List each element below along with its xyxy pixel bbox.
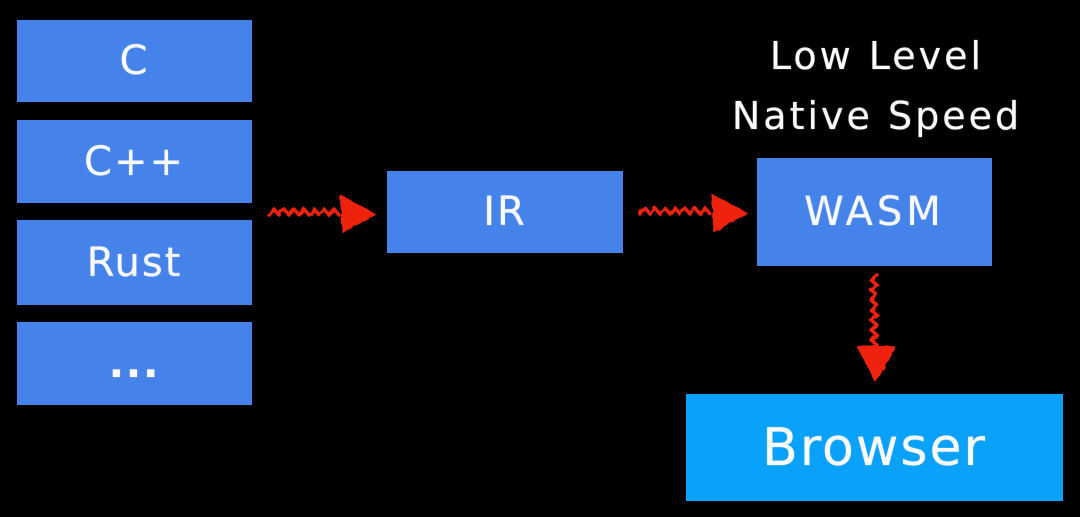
arrow-languages-to-ir-icon: [267, 195, 375, 233]
arrow-shaft: [267, 207, 341, 217]
node-browser: Browser: [686, 394, 1063, 501]
arrowhead-icon: [711, 194, 747, 232]
node-label: Rust: [86, 239, 183, 286]
node-label: ...: [108, 340, 161, 387]
node-label: WASM: [804, 189, 945, 235]
node-language-cpp: C++: [17, 120, 252, 203]
wasm-annotation-line2: Native Speed: [731, 94, 1023, 138]
arrow-wasm-to-browser-icon: [857, 273, 895, 382]
wasm-annotation: Low Level Native Speed: [677, 26, 1077, 146]
node-label: IR: [483, 189, 527, 235]
wasm-annotation-line1: Low Level: [769, 34, 985, 78]
node-language-more: ...: [17, 322, 252, 405]
node-label: C: [119, 38, 150, 84]
node-language-c: C: [17, 20, 252, 102]
node-wasm: WASM: [757, 158, 992, 266]
node-label: Browser: [762, 417, 987, 478]
arrowhead-icon: [340, 195, 375, 233]
node-language-rust: Rust: [17, 220, 252, 305]
arrow-ir-to-wasm-icon: [638, 194, 747, 232]
node-label: C++: [84, 138, 185, 185]
arrowhead-icon: [857, 346, 895, 382]
node-ir: IR: [387, 171, 623, 253]
arrow-shaft: [869, 273, 879, 347]
arrow-shaft: [638, 206, 712, 216]
